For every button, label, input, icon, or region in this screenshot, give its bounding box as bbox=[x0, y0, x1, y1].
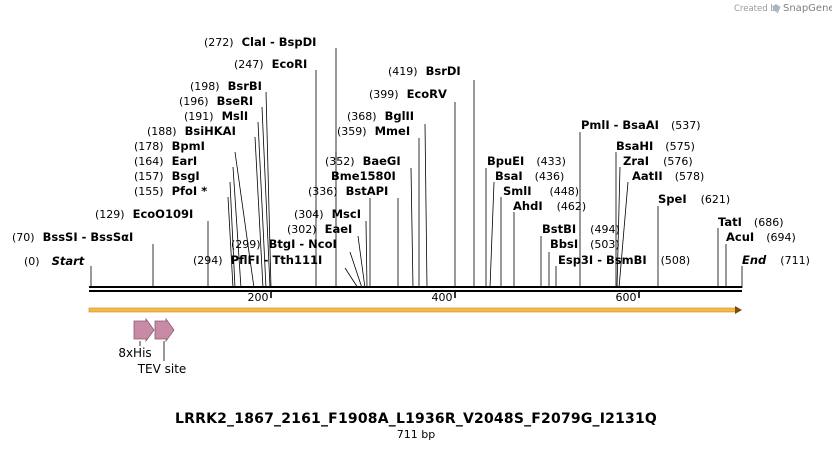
site-tati: TatI(686) bbox=[718, 215, 784, 229]
site-connectors bbox=[90, 48, 743, 289]
site-ecori: (247)EcoRI bbox=[234, 57, 307, 71]
site-zrai: ZraI(576) bbox=[623, 154, 693, 168]
site-mmei: (359)MmeI bbox=[337, 124, 410, 138]
connector-bpmi bbox=[234, 151, 255, 289]
site-start: (0)Start bbox=[24, 254, 85, 268]
connector-pfoi bbox=[227, 196, 234, 289]
connector-bseri bbox=[261, 106, 271, 289]
snapgene-logo-icon bbox=[773, 4, 779, 12]
site-bglii: (368)BglII bbox=[347, 109, 414, 123]
site-esp3i: Esp3I - BsmBI(508) bbox=[558, 253, 690, 267]
site-msci: (304)MscI bbox=[294, 207, 361, 221]
site-acui: AcuI(694) bbox=[726, 230, 796, 244]
feature-tev-arrow bbox=[154, 317, 175, 343]
site-pflfi: (294)PflFI - Tth111I bbox=[193, 253, 322, 267]
site-bsrbi: (198)BsrBI bbox=[190, 79, 262, 93]
tick-label-600: 600 bbox=[616, 291, 637, 304]
connector-pflfi bbox=[344, 267, 359, 289]
tick-label-400: 400 bbox=[432, 291, 453, 304]
site-bbsi: BbsI(503) bbox=[550, 237, 620, 251]
orf-arrow-head-icon bbox=[735, 306, 742, 314]
site-bsai: BsaI(436) bbox=[495, 169, 564, 183]
connector-bsihkai bbox=[254, 136, 264, 289]
connector-msli bbox=[257, 121, 267, 289]
site-bstapi: (336)BstAPI bbox=[308, 184, 388, 198]
site-end: End(711) bbox=[742, 253, 810, 267]
connector-msci bbox=[365, 220, 368, 289]
site-bstbi: BstBI(494) bbox=[542, 222, 620, 236]
site-bsahi: BsaHI(575) bbox=[616, 139, 695, 153]
feature-8xhis-arrow bbox=[133, 317, 155, 343]
site-bseri: (196)BseRI bbox=[179, 94, 253, 108]
site-bsihkai: (188)BsiHKAI bbox=[147, 124, 236, 138]
site-aatii: AatII(578) bbox=[632, 169, 704, 183]
site-ahdi: AhdI(462) bbox=[513, 199, 586, 213]
site-bsgi: (157)BsgI bbox=[134, 169, 200, 183]
connector-zrai bbox=[616, 166, 621, 289]
site-bpmi: (178)BpmI bbox=[134, 139, 205, 153]
ruler: 200 400 600 bbox=[248, 291, 640, 304]
feature-label-8xhis: 8xHis bbox=[118, 346, 151, 360]
connector-aatii bbox=[618, 181, 629, 289]
site-baegi: (352)BaeGI bbox=[325, 154, 401, 168]
connector-baegi bbox=[410, 167, 414, 289]
features: 8xHis TEV site bbox=[118, 317, 187, 376]
sequence-backbone bbox=[89, 286, 742, 292]
site-smli: SmlI(448) bbox=[503, 184, 579, 198]
site-eco0109i: (129)EcoO109I bbox=[95, 207, 193, 221]
orf-arrow bbox=[88, 306, 742, 314]
connector-btgi bbox=[349, 251, 363, 289]
snapgene-credit: Created by SnapGene bbox=[734, 3, 832, 14]
site-bpuei: BpuEI(433) bbox=[487, 154, 566, 168]
connector-bglii bbox=[424, 123, 428, 289]
site-bme1580i: Bme1580I bbox=[331, 169, 396, 183]
site-eari: (164)EarI bbox=[134, 154, 197, 168]
credit-brand: SnapGene bbox=[783, 3, 832, 14]
site-bsssi: (70)BssSI - BssSαI bbox=[12, 230, 133, 244]
connector-eari bbox=[232, 166, 242, 289]
connector-bsai bbox=[489, 181, 495, 289]
site-pfoi: (155)PfoI * bbox=[134, 184, 207, 198]
site-bsrdi: (419)BsrDI bbox=[388, 64, 461, 78]
credit-prefix: Created by bbox=[734, 4, 781, 14]
site-btgi: (299)BtgI - NcoI bbox=[231, 237, 337, 251]
connector-bsgi bbox=[229, 181, 236, 289]
site-ecorv: (399)EcoRV bbox=[369, 87, 447, 101]
connector-eaei bbox=[357, 235, 366, 289]
restriction-site-labels: (0)Start (70)BssSI - BssSαI (129)EcoO109… bbox=[12, 35, 810, 268]
site-eaei: (302)EaeI bbox=[287, 222, 352, 236]
construct-title: LRRK2_1867_2161_F1908A_L1936R_V2048S_F20… bbox=[175, 411, 657, 427]
connector-bsrbi bbox=[265, 91, 272, 289]
feature-label-tev: TEV site bbox=[137, 362, 187, 376]
site-spei: SpeI(621) bbox=[658, 192, 730, 206]
tick-label-200: 200 bbox=[248, 291, 269, 304]
site-pmli: PmlI - BsaAI(537) bbox=[581, 118, 701, 132]
site-clai: (272)ClaI - BspDI bbox=[204, 35, 316, 49]
site-msli: (191)MslI bbox=[184, 109, 248, 123]
construct-length: 711 bp bbox=[397, 428, 435, 441]
